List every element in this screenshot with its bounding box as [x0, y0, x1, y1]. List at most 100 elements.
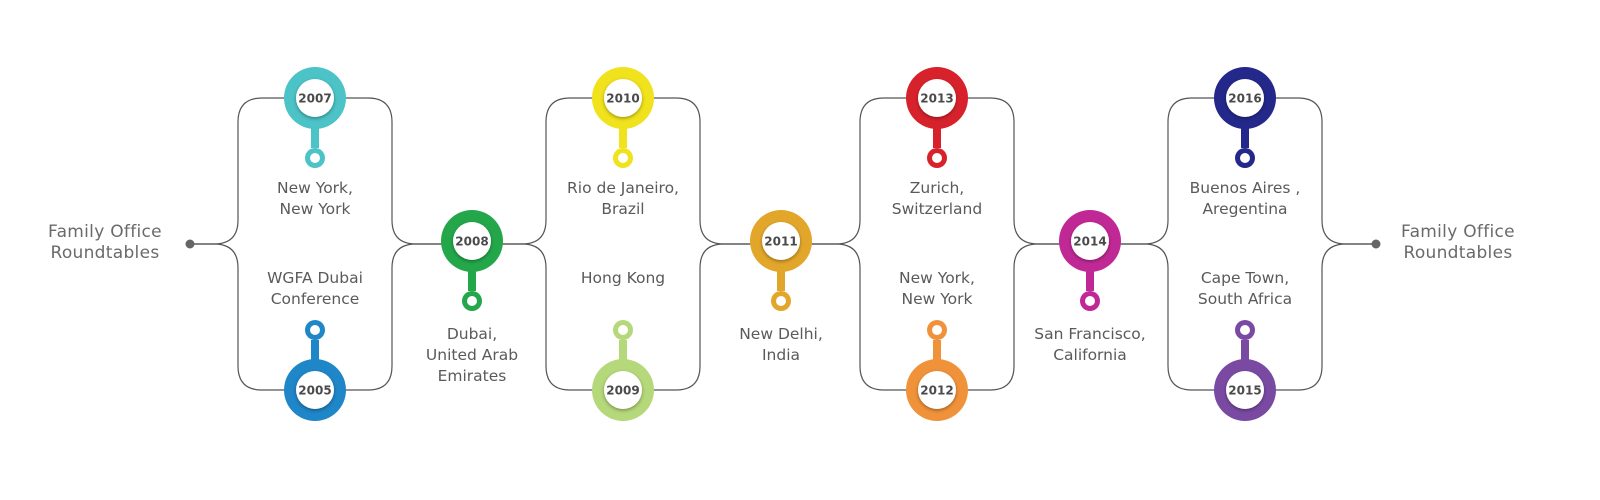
location-line: South Africa	[1197, 290, 1293, 308]
marker-knob-hole	[467, 296, 477, 306]
marker-center	[762, 222, 800, 260]
marker-center	[1226, 79, 1264, 117]
location-line: New York,	[277, 179, 353, 197]
connector-path	[190, 243, 290, 391]
marker-stem	[311, 340, 319, 362]
connector-path	[498, 97, 598, 245]
location-label-2014: San Francisco,California	[1005, 324, 1175, 366]
marker-center	[918, 79, 956, 117]
location-line: Hong Kong	[580, 269, 666, 287]
marker-center	[296, 79, 334, 117]
location-line: Emirates	[437, 367, 507, 385]
year-label: 2016	[1228, 92, 1261, 106]
marker-knob-hole	[932, 153, 942, 163]
marker-stem	[933, 126, 941, 148]
location-line: India	[761, 346, 801, 364]
year-marker-2007: 2007	[284, 67, 346, 168]
connector-path	[806, 97, 912, 245]
connector-path	[1269, 97, 1376, 245]
marker-stem	[619, 340, 627, 362]
end-label-line2: Roundtables	[1403, 243, 1513, 263]
connector-path	[340, 97, 446, 245]
connector-path	[648, 97, 755, 245]
end-label-line1: Family Office	[1401, 222, 1515, 242]
marker-center	[296, 371, 334, 409]
marker-knob-hole	[776, 296, 786, 306]
year-label: 2005	[298, 384, 331, 398]
location-label-2007: New York, New York	[230, 178, 400, 220]
marker-stem	[619, 126, 627, 148]
marker-stem	[1241, 126, 1249, 148]
year-marker-2013: 2013	[906, 67, 968, 168]
year-marker-2014: 2014	[1059, 210, 1121, 311]
year-marker-2008: 2008	[441, 210, 503, 311]
location-line: Dubai,	[446, 325, 498, 343]
marker-knob-hole	[618, 325, 628, 335]
connector-path	[1115, 243, 1219, 391]
connector-path	[1269, 243, 1376, 391]
year-label: 2009	[606, 384, 639, 398]
year-marker-2015: 2015	[1214, 320, 1276, 421]
timeline-end-dot	[1371, 239, 1381, 249]
location-line: New York	[279, 200, 351, 218]
start-label-line2: Roundtables	[50, 243, 160, 263]
year-label: 2012	[920, 384, 953, 398]
marker-center	[1071, 222, 1109, 260]
location-line: New Delhi,	[739, 325, 823, 343]
location-label-2016: Buenos Aires ,Aregentina	[1160, 178, 1330, 220]
marker-stem	[933, 340, 941, 362]
connector-path	[962, 97, 1064, 245]
connector-path	[340, 243, 446, 391]
location-label-2013: Zurich,Switzerland	[852, 178, 1022, 220]
marker-center	[453, 222, 491, 260]
year-marker-2016: 2016	[1214, 67, 1276, 168]
location-line: Rio de Janeiro,	[567, 179, 679, 197]
location-label-2010: Rio de Janeiro,Brazil	[538, 178, 708, 220]
location-line: New York,	[899, 269, 975, 287]
start-label-line1: Family Office	[48, 222, 162, 242]
connector-path	[190, 97, 290, 245]
marker-knob-hole	[932, 325, 942, 335]
marker-stem	[1086, 269, 1094, 291]
marker-stem	[311, 126, 319, 148]
marker-center	[918, 371, 956, 409]
location-line: WGFA Dubai	[267, 269, 363, 287]
timeline-start-dot	[185, 239, 195, 249]
timeline-end-label: Family Office Roundtables	[1388, 222, 1528, 264]
marker-stem	[468, 269, 476, 291]
year-label: 2008	[455, 235, 488, 249]
year-label: 2013	[920, 92, 953, 106]
location-line: Switzerland	[891, 200, 983, 218]
location-line: Conference	[270, 290, 360, 308]
location-line: Cape Town,	[1200, 269, 1290, 287]
marker-stem	[777, 269, 785, 291]
marker-knob-hole	[1240, 153, 1250, 163]
year-label: 2014	[1073, 235, 1106, 249]
connector-path	[1115, 97, 1219, 245]
location-label-2012: New York,New York	[852, 268, 1022, 310]
connector-path	[498, 243, 598, 391]
location-label-2011: New Delhi, India	[696, 324, 866, 366]
location-line: United Arab	[425, 346, 519, 364]
location-line: San Francisco,	[1034, 325, 1146, 343]
connector-path	[648, 243, 755, 391]
marker-knob-hole	[1085, 296, 1095, 306]
location-label-2009: Hong Kong	[538, 268, 708, 289]
marker-center	[1226, 371, 1264, 409]
year-label: 2015	[1228, 384, 1261, 398]
connector-path	[962, 243, 1064, 391]
year-marker-2012: 2012	[906, 320, 968, 421]
marker-center	[604, 79, 642, 117]
connector-path	[806, 243, 912, 391]
year-label: 2007	[298, 92, 331, 106]
marker-knob-hole	[1240, 325, 1250, 335]
year-label: 2011	[764, 235, 797, 249]
year-label: 2010	[606, 92, 639, 106]
location-label-2015: Cape Town, South Africa	[1160, 268, 1330, 310]
marker-knob-hole	[618, 153, 628, 163]
